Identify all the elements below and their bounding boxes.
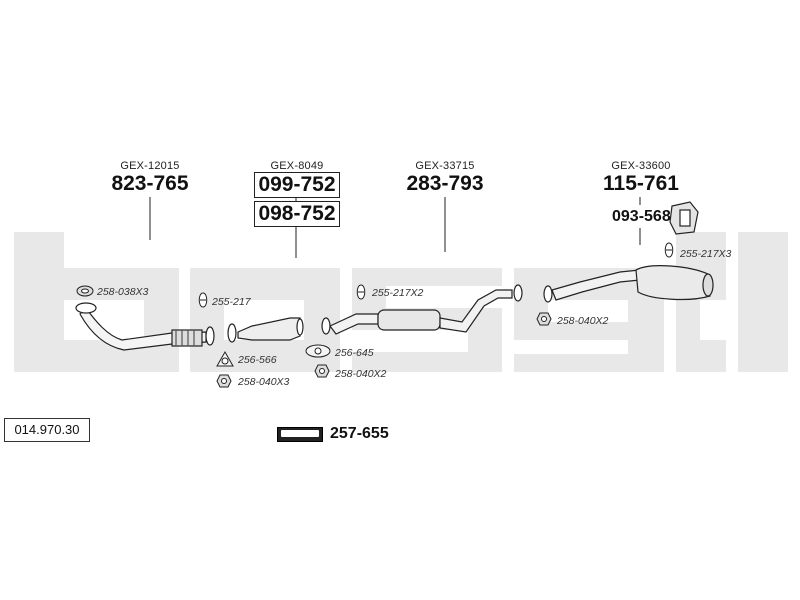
accessory-label: 255-217: [212, 296, 251, 308]
part-number-boxed: 098-752: [254, 201, 340, 227]
accessory-label: 256-566: [238, 354, 277, 366]
accessory-label: 258-040X2: [557, 315, 609, 327]
clamp-icon: [664, 242, 674, 258]
nut-icon: [314, 364, 330, 378]
assembly-middle-silencer: GEX-33715 283-793: [402, 160, 488, 196]
middle-silencer: [321, 284, 523, 335]
assembly-code: GEX-33600: [611, 160, 671, 172]
assembly-front-pipe: GEX-12015 823-765: [110, 160, 190, 196]
flange-gasket-icon: [305, 344, 331, 358]
part-number-boxed: 099-752: [254, 172, 340, 198]
assembly-code: GEX-8049: [270, 160, 324, 172]
flange-gasket-icon: [216, 350, 234, 367]
accessory-label: 255-217X3: [680, 248, 732, 260]
catalytic-converter: [227, 317, 304, 343]
assembly-code: GEX-33715: [415, 160, 475, 172]
kit-part-number: 257-655: [330, 425, 389, 442]
accessory-label: 258-040X2: [335, 368, 387, 380]
accessory-label: 258-040X3: [238, 376, 290, 388]
part-number: 283-793: [406, 172, 484, 195]
accessory-label: 255-217X2: [372, 287, 424, 299]
part-number: 115-761: [603, 172, 679, 195]
rear-silencer: [543, 265, 714, 303]
reference-number: 014.970.30: [4, 418, 90, 442]
front-pipe: [75, 302, 215, 351]
part-number-bracket: 093-568: [612, 208, 671, 225]
part-number: 823-765: [111, 172, 189, 195]
clamp-icon: [198, 292, 208, 308]
nut-icon: [216, 374, 232, 388]
nut-icon: [536, 312, 552, 326]
gasket-ring-icon: [76, 285, 94, 297]
accessory-label: 258-038X3: [97, 286, 149, 298]
hanger-bracket: [669, 201, 699, 235]
clamp-icon: [356, 284, 366, 300]
assembly-rear-silencer: GEX-33600 115-761: [598, 160, 684, 196]
assembly-code: GEX-12015: [120, 160, 180, 172]
accessory-label: 256-645: [335, 347, 374, 359]
bosal-logo-icon: [277, 427, 323, 442]
assembly-catalytic-converter: GEX-8049 099-752 098-752: [252, 160, 342, 227]
